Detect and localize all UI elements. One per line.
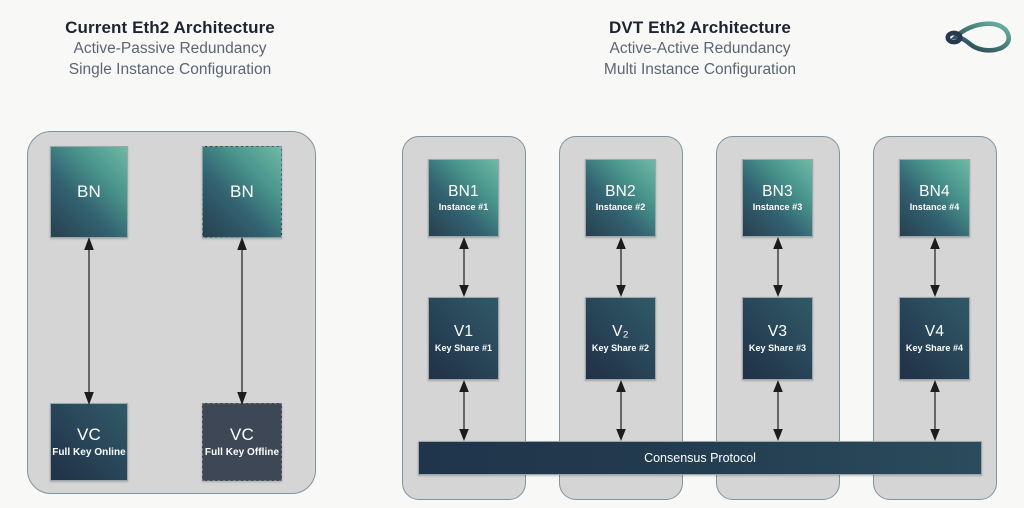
node-validator-client-offline-sublabel: Full Key Offline (204, 446, 280, 458)
node-validator-4-label: V4 (924, 323, 945, 341)
node-validator-1-label: V1 (453, 323, 474, 341)
node-validator-1[interactable]: V1 Key Share #1 (428, 297, 499, 380)
node-beacon-node-3-sublabel: Instance #3 (752, 202, 803, 213)
arrow-validator-4-to-consensus (930, 380, 940, 441)
heading-left-subtitle-2: Single Instance Configuration (68, 60, 272, 78)
lasso-eyelet (945, 30, 963, 45)
node-validator-4[interactable]: V4 Key Share #4 (899, 297, 970, 380)
arrow-validator-3-to-beacon-node-3 (773, 237, 783, 297)
node-beacon-node-1-label: BN1 (448, 182, 479, 200)
node-beacon-node-4-label: BN4 (919, 182, 950, 200)
node-beacon-node-passive-label: BN (229, 182, 255, 202)
node-beacon-node-1[interactable]: BN1 Instance #1 (428, 159, 499, 237)
arrow-vc-offline-to-bn-passive (237, 237, 247, 405)
lasso-loop-path (950, 21, 1012, 53)
node-beacon-node-3[interactable]: BN3 Instance #3 (742, 159, 813, 237)
node-validator-3[interactable]: V3 Key Share #3 (742, 297, 813, 380)
consensus-protocol-label: Consensus Protocol (644, 451, 756, 465)
arrow-vc-online-to-bn-active (84, 237, 94, 405)
heading-right-title: DVT Eth2 Architecture (609, 18, 791, 37)
obol-lasso-logo (945, 21, 1012, 53)
node-validator-2-label: V₂ (612, 323, 629, 341)
heading-left-title: Current Eth2 Architecture (65, 18, 275, 37)
consensus-protocol-bar[interactable]: Consensus Protocol (418, 441, 982, 475)
node-beacon-node-passive[interactable]: BN (202, 146, 282, 238)
node-beacon-node-1-sublabel: Instance #1 (438, 202, 489, 213)
node-validator-client-offline[interactable]: VC Full Key Offline (202, 403, 282, 481)
arrow-validator-3-to-consensus (773, 380, 783, 441)
node-beacon-node-4[interactable]: BN4 Instance #4 (899, 159, 970, 237)
node-beacon-node-2-sublabel: Instance #2 (595, 202, 646, 213)
heading-right-subtitle-1: Active-Active Redundancy (609, 40, 791, 58)
node-validator-client-online-sublabel: Full Key Online (52, 446, 126, 458)
node-validator-2[interactable]: V₂ Key Share #2 (585, 297, 656, 380)
node-validator-2-sublabel: Key Share #2 (591, 342, 650, 353)
node-validator-4-sublabel: Key Share #4 (905, 342, 964, 353)
arrow-validator-2-to-beacon-node-2 (616, 237, 626, 297)
node-validator-3-sublabel: Key Share #3 (748, 342, 807, 353)
node-beacon-node-4-sublabel: Instance #4 (909, 202, 960, 213)
node-beacon-node-3-label: BN3 (762, 182, 793, 200)
heading-dvt-architecture: DVT Eth2 Architecture Active-Active Redu… (470, 17, 930, 80)
heading-right-subtitle-2: Multi Instance Configuration (603, 60, 797, 78)
node-beacon-node-active[interactable]: BN (50, 146, 128, 238)
arrow-validator-1-to-beacon-node-1 (459, 237, 469, 297)
heading-left-subtitle-1: Active-Passive Redundancy (73, 40, 267, 58)
node-validator-3-label: V3 (767, 323, 788, 341)
arrow-validator-2-to-consensus (616, 380, 626, 441)
heading-current-architecture: Current Eth2 Architecture Active-Passive… (0, 17, 340, 80)
node-validator-client-online[interactable]: VC Full Key Online (50, 403, 128, 481)
node-validator-client-online-label: VC (76, 425, 102, 445)
arrow-validator-4-to-beacon-node-4 (930, 237, 940, 297)
node-beacon-node-2[interactable]: BN2 Instance #2 (585, 159, 656, 237)
node-validator-client-offline-label: VC (229, 425, 255, 445)
arrow-validator-1-to-consensus (459, 380, 469, 441)
node-beacon-node-active-label: BN (76, 182, 102, 202)
node-beacon-node-2-label: BN2 (605, 182, 636, 200)
node-validator-1-sublabel: Key Share #1 (434, 342, 493, 353)
